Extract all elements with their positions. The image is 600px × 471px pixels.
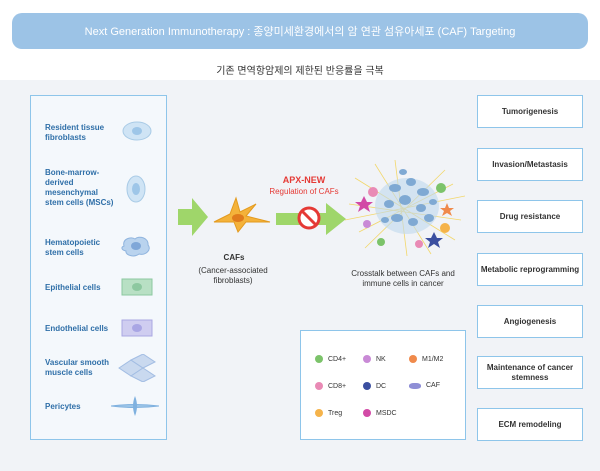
outcome-label: Drug resistance	[499, 211, 561, 221]
crosstalk-caption: Crosstalk between CAFs and immune cells …	[351, 269, 455, 288]
caf-cell-icon	[213, 196, 271, 233]
outcome-drug-resistance: Drug resistance	[477, 200, 583, 233]
outcome-label: Tumorigenesis	[501, 106, 559, 116]
source-cells-box: Resident tissue fibroblasts Bone-marrow-…	[30, 95, 167, 440]
outcome-ecm-remodeling: ECM remodeling	[477, 408, 583, 441]
smooth-muscle-cell-icon	[118, 354, 156, 382]
caf-description: (Cancer-associated fibroblasts)	[198, 266, 268, 285]
cd8-cell-icon	[315, 382, 323, 390]
nk-cell-icon	[363, 355, 371, 363]
outcome-invasion-metastasis: Invasion/Metastasis	[477, 148, 583, 181]
msdc-cell-icon	[363, 409, 371, 417]
source-label-vascular-smooth-muscle: Vascular smooth muscle cells	[45, 358, 110, 377]
crosstalk-cluster-icon	[345, 159, 465, 257]
block-icon	[297, 206, 321, 230]
legend-item-m1m2: M1/M2	[409, 355, 443, 363]
source-label-epithelial: Epithelial cells	[45, 283, 101, 292]
legend-item-msdc: MSDC	[363, 409, 397, 417]
outcome-cancer-stemness: Maintenance of cancer stemness	[477, 356, 583, 389]
source-label-pericytes: Pericytes	[45, 402, 81, 411]
legend-item-cd8: CD8+	[315, 382, 346, 390]
cell-legend: CD4+ NK M1/M2 CD8+ DC CAF Treg MSDC	[300, 330, 466, 440]
epithelial-cell-icon	[121, 278, 153, 296]
source-label-resident-fibroblasts: Resident tissue fibroblasts	[45, 123, 105, 142]
macrophage-cell-icon	[409, 355, 417, 363]
header-banner: Next Generation Immunotherapy : 종양미세환경에서…	[12, 13, 588, 49]
legend-label: NK	[376, 355, 386, 363]
legend-item-nk: NK	[363, 355, 386, 363]
cd4-cell-icon	[315, 355, 323, 363]
outcome-angiogenesis: Angiogenesis	[477, 305, 583, 338]
outcome-label: ECM remodeling	[498, 419, 562, 429]
legend-item-cd4: CD4+	[315, 355, 346, 363]
outcome-label: Invasion/Metastasis	[492, 159, 568, 169]
endothelial-cell-icon	[121, 319, 153, 337]
legend-label: M1/M2	[422, 355, 444, 363]
outcome-label: Maintenance of cancer stemness	[486, 362, 574, 382]
arrow-to-caf-icon	[178, 198, 208, 236]
fibroblast-cell-icon	[122, 121, 152, 141]
hematopoietic-cell-icon	[121, 236, 150, 257]
msc-cell-icon	[126, 175, 146, 203]
outcome-label: Angiogenesis	[503, 316, 557, 326]
legend-label: DC	[376, 382, 387, 390]
source-label-endothelial: Endothelial cells	[45, 324, 109, 333]
caf-legend-icon	[409, 382, 421, 389]
outcome-tumorigenesis: Tumorigenesis	[477, 95, 583, 128]
legend-label: CD8+	[328, 382, 347, 390]
legend-label: CD4+	[328, 355, 347, 363]
outcome-label: Metabolic reprogramming	[480, 264, 580, 274]
dc-cell-icon	[363, 382, 371, 390]
subtitle: 기존 면역항암제의 제한된 반응률을 극복	[216, 66, 384, 77]
legend-label: CAF	[426, 382, 440, 389]
pericyte-cell-icon	[111, 396, 159, 416]
legend-item-dc: DC	[363, 382, 386, 390]
legend-label: MSDC	[376, 409, 397, 417]
outcome-metabolic-reprogramming: Metabolic reprogramming	[477, 253, 583, 286]
treg-cell-icon	[315, 409, 323, 417]
legend-item-treg: Treg	[315, 409, 342, 417]
header-title: Next Generation Immunotherapy : 종양미세환경에서…	[84, 26, 516, 38]
legend-item-caf: CAF	[409, 382, 440, 389]
apx-title: APX-NEW	[282, 175, 326, 185]
source-label-msc: Bone-marrow-derived mesenchymal stem cel…	[45, 168, 114, 207]
source-label-hematopoietic: Hematopoietic stem cells	[45, 238, 101, 257]
legend-label: Treg	[328, 409, 343, 417]
caf-title: CAFs	[223, 253, 245, 262]
apx-description: Regulation of CAFs	[269, 187, 339, 196]
